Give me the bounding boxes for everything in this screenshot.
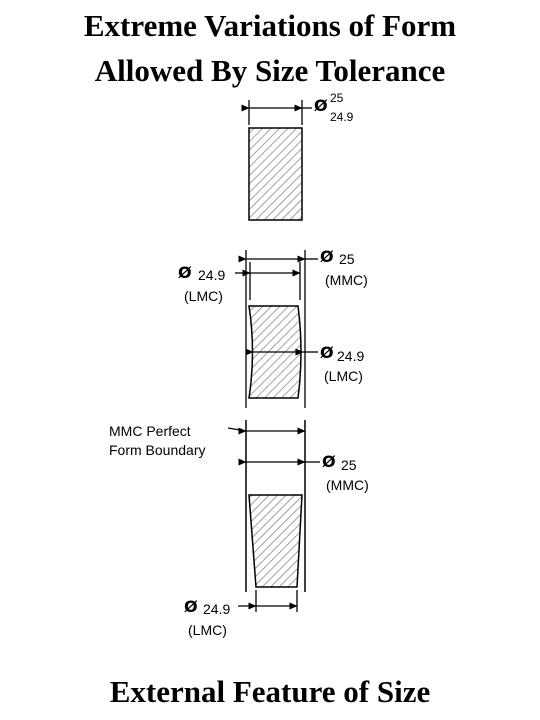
mid-right-top-value: 25 — [339, 251, 355, 267]
top-diameter-symbol: Ø — [314, 96, 328, 115]
footer-caption: External Feature of Size — [109, 674, 431, 709]
title-line-2: Allowed By Size Tolerance — [94, 53, 446, 88]
lower-part-section — [248, 494, 303, 588]
mid-right-top-tag: (MMC) — [325, 272, 368, 288]
bottom-left-value: 24.9 — [203, 601, 230, 617]
mid-right-mid-tag: (LMC) — [324, 368, 363, 384]
bottom-left-tag: (LMC) — [188, 622, 227, 638]
top-part-section — [248, 127, 303, 221]
boundary-note-leader — [227, 427, 247, 432]
lower-right-value: 25 — [341, 457, 357, 473]
top-lower-limit: 24.9 — [330, 110, 354, 124]
mid-right-top-diameter-symbol: Ø — [320, 247, 334, 266]
bottom-left-diameter-symbol: Ø — [184, 597, 198, 616]
middle-part-group: Ø 24.9 (LMC) Ø 25 (MMC) Ø 24.9 (LMC) — [178, 247, 368, 408]
lower-part-group: MMC Perfect Form Boundary Ø 25 (MMC) Ø 2… — [109, 420, 369, 638]
top-upper-limit: 25 — [330, 91, 344, 105]
title-line-1: Extreme Variations of Form — [83, 8, 457, 43]
mid-right-mid-diameter-symbol: Ø — [320, 343, 334, 362]
mid-left-tag: (LMC) — [184, 288, 223, 304]
mid-right-mid-value: 24.9 — [337, 348, 364, 364]
top-part-group: Ø 25 24.9 — [241, 91, 354, 221]
lower-right-diameter-symbol: Ø — [322, 452, 336, 471]
boundary-note-line-1: MMC Perfect — [109, 423, 191, 439]
mid-left-diameter-symbol: Ø — [178, 263, 192, 282]
boundary-note-line-2: Form Boundary — [109, 442, 205, 458]
lower-right-tag: (MMC) — [326, 477, 369, 493]
mid-left-value: 24.9 — [198, 267, 225, 283]
